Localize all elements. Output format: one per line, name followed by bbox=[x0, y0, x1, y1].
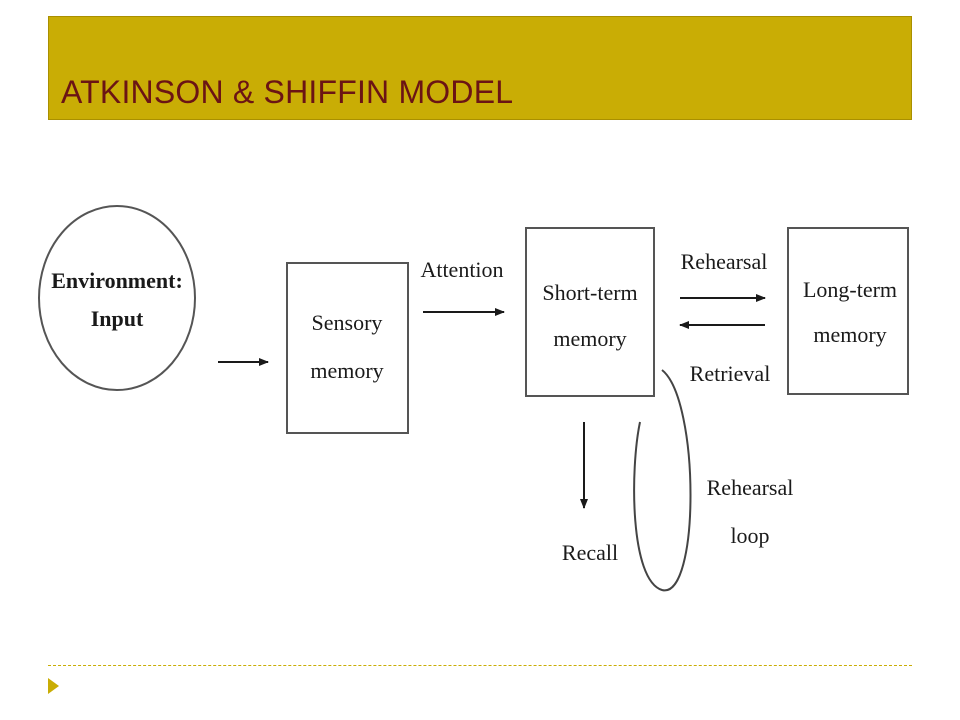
long-term-memory-box bbox=[787, 227, 909, 395]
environment-label-line2: Input bbox=[91, 306, 144, 331]
rehearsal-label: Rehearsal bbox=[681, 249, 768, 274]
footer-divider bbox=[48, 665, 912, 666]
retrieval-label: Retrieval bbox=[690, 361, 771, 386]
short-term-label-line1: Short-term bbox=[542, 280, 637, 305]
title-bar: ATKINSON & SHIFFIN MODEL bbox=[48, 16, 912, 120]
rehearsal-loop bbox=[633, 369, 692, 592]
rehearsal-loop-label-line2: loop bbox=[730, 523, 769, 548]
long-term-label-line1: Long-term bbox=[803, 277, 897, 302]
recall-label: Recall bbox=[562, 540, 618, 565]
slide-title: ATKINSON & SHIFFIN MODEL bbox=[61, 74, 514, 110]
sensory-memory-box bbox=[286, 262, 409, 434]
sensory-label-line1: Sensory bbox=[312, 310, 383, 335]
sensory-label-line2: memory bbox=[310, 358, 383, 383]
triangle-bullet-icon bbox=[48, 678, 59, 694]
environment-circle bbox=[38, 205, 196, 391]
long-term-label-line2: memory bbox=[813, 322, 886, 347]
environment-label-line1: Environment: bbox=[51, 268, 183, 293]
rehearsal-loop-label-line1: Rehearsal bbox=[707, 475, 794, 500]
short-term-memory-box bbox=[525, 227, 655, 397]
attention-label: Attention bbox=[420, 257, 503, 282]
short-term-label-line2: memory bbox=[553, 326, 626, 351]
